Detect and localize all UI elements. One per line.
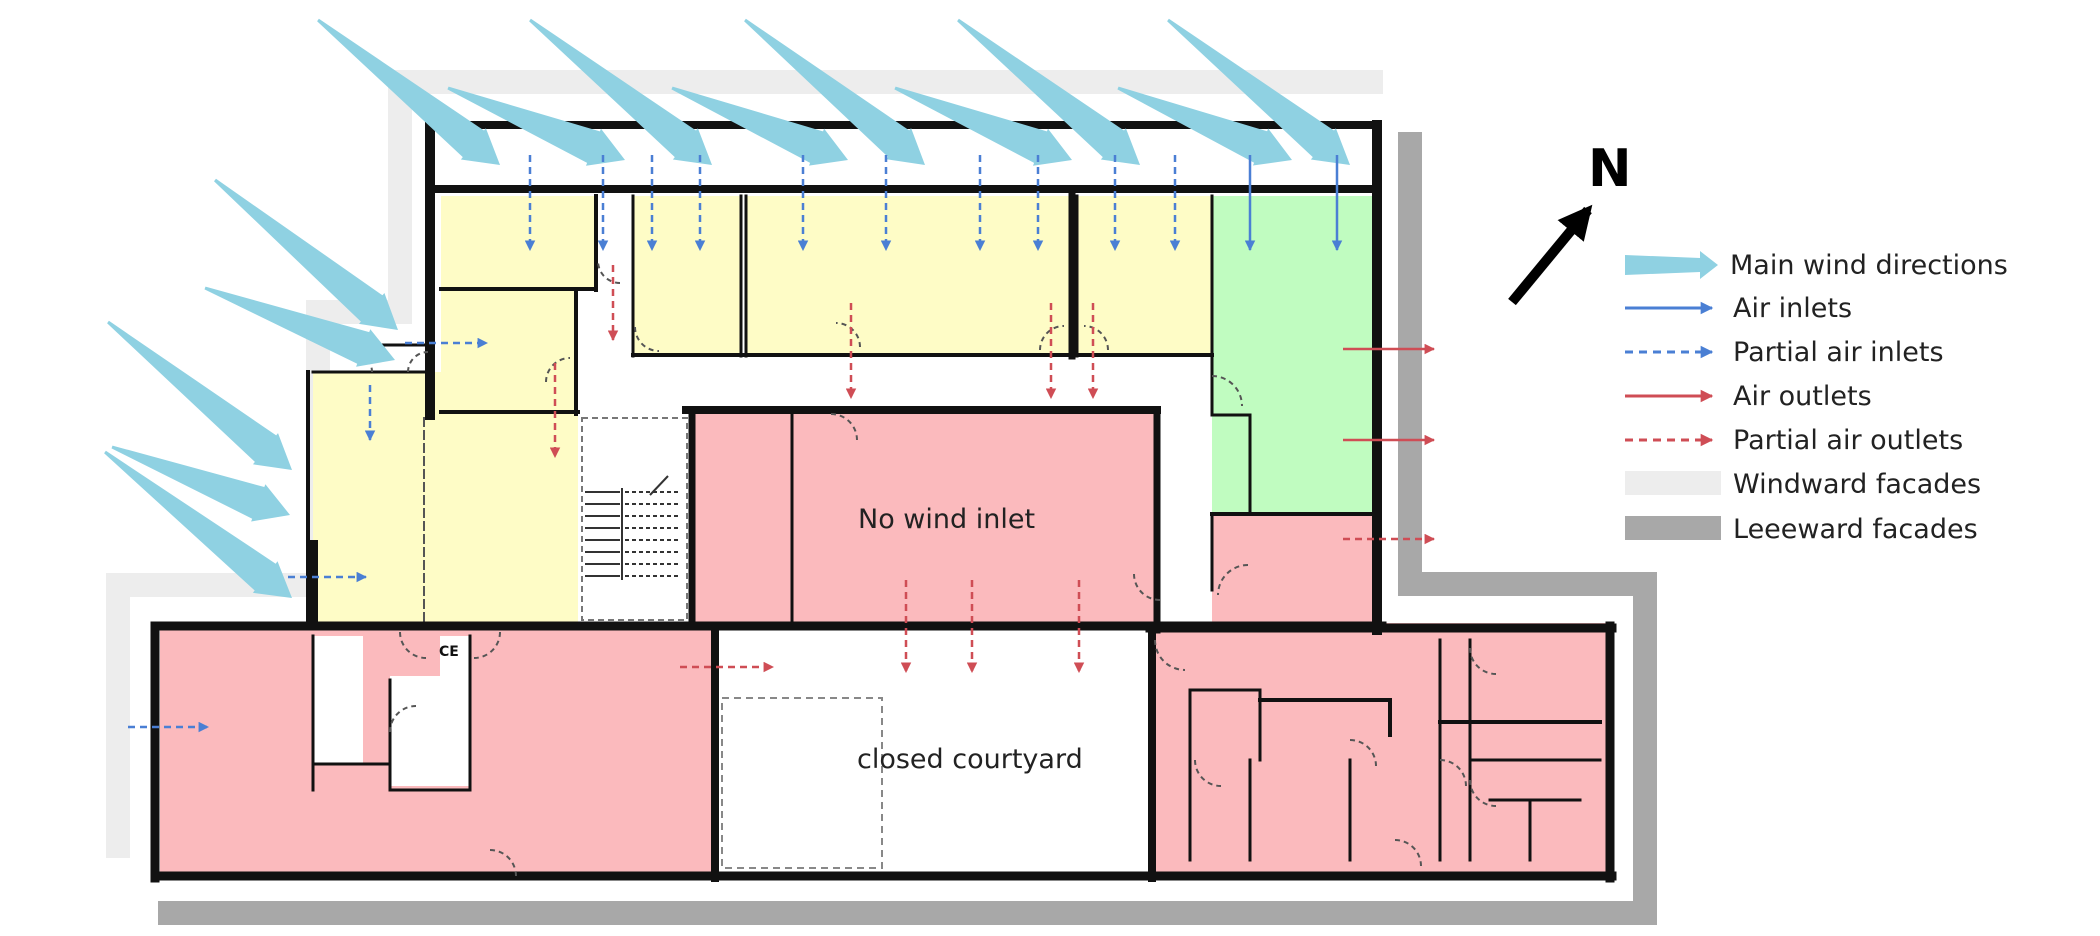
walls [150,120,1617,883]
legend-label-windward: Windward facades [1733,469,1981,500]
wind-direction-arrow [957,18,1140,165]
wind-direction-arrow [1167,18,1350,165]
legend: Main wind directions Air inlets Partial … [1625,250,2008,545]
sanitary-block [313,636,363,764]
legend-label-outlet: Air outlets [1733,381,1872,412]
wind-direction-arrow [447,86,625,166]
wind-direction-arrow [894,86,1072,166]
wind-direction-arrow [317,18,500,165]
room-pink [792,414,1154,622]
north-arrow: N [1508,139,1632,306]
room-yellow [313,372,578,622]
sanitary-block [440,636,470,681]
legend-wind-icon [1625,251,1718,279]
legend-label-wind: Main wind directions [1730,250,2008,281]
wind-direction-arrow [214,178,398,330]
wind-direction-arrow [671,86,848,166]
legend-leeward-icon [1625,516,1721,540]
legend-windward-icon [1625,471,1721,495]
room-fills [160,128,1610,875]
legend-label-partial-outlet: Partial air outlets [1733,425,1963,456]
wind-direction-arrow [1117,86,1292,166]
wind-direction-arrow [204,286,395,367]
north-label: N [1588,139,1632,199]
north-arrow-shaft [1508,204,1593,306]
wind-direction-arrow [529,18,712,165]
room-yellow [1077,196,1212,356]
wind-direction-arrow [107,320,292,470]
stair [581,417,688,621]
room-pink [692,414,792,622]
wind-direction-arrow [111,445,290,522]
room-green [1212,196,1372,514]
leeward-facade-band [158,132,1657,925]
sanitary-block [390,676,470,786]
ce-label: CE [439,644,459,660]
wind-direction-arrow [104,450,292,598]
air-flow-arrows [128,155,1436,733]
legend-label-inlet: Air inlets [1733,293,1852,324]
room-yellow [441,196,596,289]
room-yellow [746,196,1072,356]
wind-direction-arrow [744,18,925,165]
no-wind-inlet-label: No wind inlet [858,504,1035,535]
closed-courtyard-label: closed courtyard [857,744,1083,775]
room-pink [1155,623,1610,875]
legend-label-partial-inlet: Partial air inlets [1733,337,1944,368]
wind-arrows [104,18,1350,598]
legend-label-leeward: Leeeward facades [1733,514,1978,545]
room-yellow [633,196,741,356]
courtyard-inner-outline [721,697,883,869]
room-pink [1212,514,1372,624]
